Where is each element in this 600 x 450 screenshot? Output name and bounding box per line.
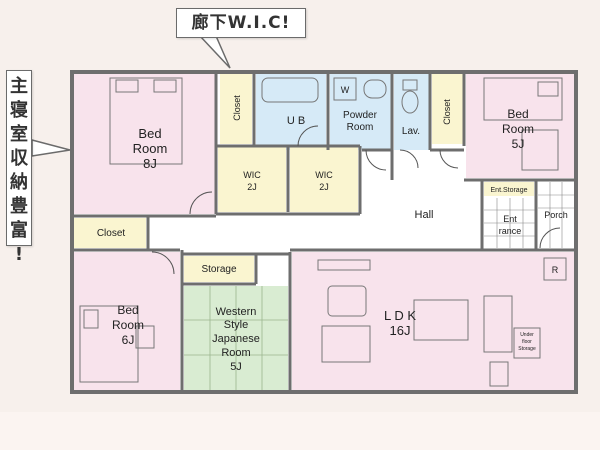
washer-mark: W <box>341 85 350 95</box>
ldk-label: L D K <box>384 308 416 323</box>
western-label-4: Room <box>221 347 250 359</box>
callout-char: 主 <box>10 76 28 97</box>
room-ldk <box>292 252 574 390</box>
bed-6j-label-1: Bed <box>117 303 138 317</box>
interior-walls <box>72 72 576 392</box>
ldk-size: 16J <box>390 323 411 338</box>
room-closet-b <box>432 74 464 144</box>
room-lavatory <box>394 74 430 150</box>
bed-8j-label-1: Bed <box>138 126 161 141</box>
wic-2-size: 2J <box>319 182 329 192</box>
room-unit-bath <box>256 74 326 150</box>
callout-char: 収 <box>10 148 28 169</box>
tatami-grid <box>184 286 288 390</box>
callout-char: 室 <box>10 124 28 145</box>
bed-8j-label-2: Room <box>133 141 168 156</box>
callout-master-storage: 主 寝 室 収 納 豊 富 ! <box>6 70 32 265</box>
under-floor-label-3: Storage <box>518 346 536 352</box>
bed-5j-label-1: Bed <box>507 107 528 121</box>
callout-char: 豊 <box>10 196 28 217</box>
wic-2-label: WIC <box>315 170 333 180</box>
bed-8j-size: 8J <box>143 156 157 171</box>
ent-storage-label: Ent.Storage <box>491 187 528 194</box>
storage-label: Storage <box>201 264 236 275</box>
powder-label-1: Powder <box>343 110 378 121</box>
unit-bath-label: U B <box>287 115 305 127</box>
room-wic-2 <box>290 146 358 212</box>
porch-label: Porch <box>544 210 568 220</box>
room-porch <box>538 182 574 248</box>
floor-plan: Bed Room 8J Closet U B Powder Room Lav. … <box>31 35 578 394</box>
powder-label-2: Room <box>347 122 374 133</box>
page-background-bottom <box>0 412 600 450</box>
hall-label: Hall <box>415 209 434 221</box>
room-closet-a <box>220 74 252 144</box>
room-bed-6j <box>74 252 180 390</box>
refrigerator-mark: R <box>552 265 559 275</box>
room-wic-1 <box>218 146 286 212</box>
callout-char: ! <box>14 244 24 265</box>
under-floor-label-1: Under <box>520 332 534 338</box>
bed-5j-label-2: Room <box>502 122 534 136</box>
western-size: 5J <box>230 361 242 373</box>
closet-c-label: Closet <box>97 228 126 239</box>
room-storage <box>184 256 254 282</box>
closet-a-label: Closet <box>232 95 242 121</box>
wic-1-label: WIC <box>243 170 261 180</box>
furniture <box>79 77 567 387</box>
bed-5j-size: 5J <box>512 137 525 151</box>
room-powder <box>330 74 392 150</box>
bed-6j-label-2: Room <box>112 318 144 332</box>
under-floor-label-2: floor <box>522 339 532 345</box>
room-closet-c <box>74 218 146 248</box>
callout-char: 寝 <box>10 100 28 121</box>
callout-hallway-wic: 廊下W.I.C! <box>176 8 306 38</box>
room-labels: Bed Room 8J Closet U B Powder Room Lav. … <box>97 85 568 373</box>
western-label-1: Western <box>216 306 257 318</box>
closet-b-label: Closet <box>442 99 452 125</box>
wic-1-size: 2J <box>247 182 257 192</box>
bed-6j-size: 6J <box>122 333 135 347</box>
callout-char: 富 <box>10 220 28 241</box>
entrance-label-2: rance <box>499 226 522 236</box>
western-label-2: Style <box>224 319 248 331</box>
walls <box>70 70 578 394</box>
room-ent-storage <box>484 182 534 196</box>
western-label-3: Japanese <box>212 333 260 345</box>
lav-label: Lav. <box>402 126 420 137</box>
entrance-label-1: Ent <box>503 214 517 224</box>
room-bed-8j <box>74 74 216 214</box>
entrance-tiles <box>484 182 574 248</box>
callout-char: 納 <box>10 172 28 193</box>
door-swings <box>151 125 561 275</box>
